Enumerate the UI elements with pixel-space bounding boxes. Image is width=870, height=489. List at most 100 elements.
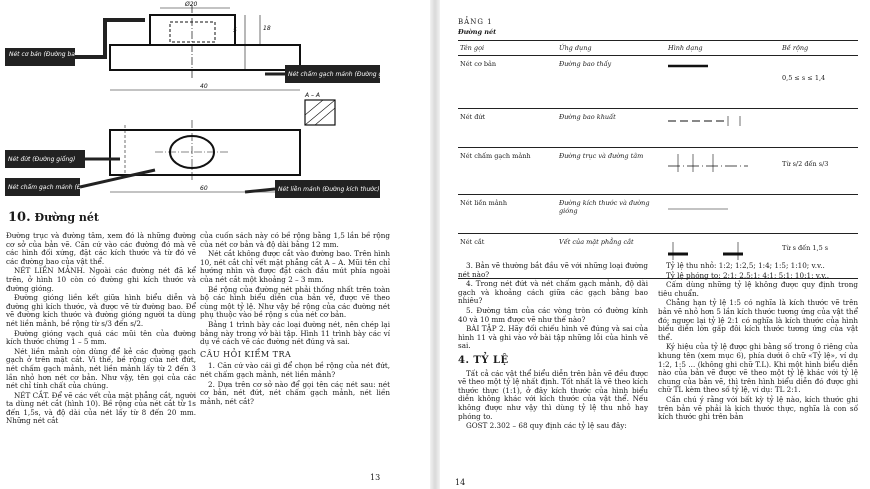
questions-heading: CÂU HỎI KIỂM TRA (200, 349, 292, 359)
paragraph: GOST 2.302 – 68 quy định các tỷ lệ sau đ… (466, 421, 627, 431)
question: 2. Dựa trên cơ sở nào để gọi tên các nét… (200, 379, 390, 406)
callout-arrow (244, 187, 276, 194)
table-subtitle: Đường nét (458, 28, 497, 36)
cell-usage: Vết của mặt phẳng cắt (557, 233, 666, 279)
paragraph: Ký hiệu của tỷ lệ được ghi bằng số trong… (658, 342, 858, 395)
callout-box (5, 150, 85, 168)
dim-text: 40 (200, 83, 208, 90)
paragraph: Đường gióng vạch quá các mũi tên của đườ… (6, 328, 196, 347)
hatch-line (304, 99, 324, 116)
base-block-outline (109, 44, 301, 71)
cell-usage: Đường bao thấy (557, 55, 666, 109)
paragraph: Bảng 1 trình bày các loại đường nét, nên… (200, 319, 390, 347)
cell-shape (666, 147, 780, 195)
line-sample-dashed (668, 116, 741, 126)
section-number: 10. (8, 210, 31, 225)
cell-width: Từ s/2 đến s/3 (780, 147, 858, 195)
top-block-outline (149, 14, 236, 46)
hatch-line (314, 107, 336, 126)
callout-label: Nét chấm gạch mảnh (Đường tâm) (8, 184, 113, 191)
hatch-line (304, 99, 336, 126)
page-number: 14 (455, 478, 466, 487)
paragraph: Tỷ lệ phóng to: 2:1; 2,5:1; 4:1; 5:1; 10… (666, 270, 830, 280)
cell-shape (666, 55, 780, 109)
line-sample-solid-thick (668, 64, 708, 68)
paragraph: Đường gióng liền kết giữa hình biểu diễn… (6, 293, 196, 328)
col-header-usage: Ứng dụng (557, 40, 666, 56)
callout-box (5, 178, 80, 196)
callout-label: Nét cơ bản (Đường bao thấy) (9, 51, 96, 58)
paragraph: Cần chú ý rằng với bất kỳ tỷ lệ nào, kíc… (658, 394, 858, 422)
dim-text: 18 (263, 25, 271, 32)
dim-text: A – A (304, 92, 320, 99)
paragraph: Nét cắt không được cắt vào đường bao. Tr… (200, 249, 390, 284)
table-row: Nét liền mảnh Đường kích thước và đường … (458, 194, 858, 234)
text-column-left-2: của cuốn sách này có bề rộng bằng 1,5 lầ… (200, 231, 390, 407)
col-header-width: Bề rộng (780, 40, 858, 56)
line-types-table: Tên gọi Ứng dụng Hình dạng Bề rộng Nét c… (458, 40, 858, 279)
paragraph: Tất cả các vật thể biểu diễn trên bản vẽ… (458, 368, 648, 421)
paragraph: của cuốn sách này có bề rộng bằng 1,5 lầ… (200, 231, 390, 249)
dim-text: Ø20 (184, 1, 198, 8)
paragraph: Chẳng hạn tỷ lệ 1:5 có nghĩa là kích thư… (658, 298, 858, 342)
cell-name: Nét cơ bản (458, 55, 557, 109)
cell-shape (666, 233, 780, 279)
cell-width: Từ s đến 1,5 s (780, 233, 858, 279)
paragraph: Nét liền mảnh còn dùng để kẻ các đường g… (6, 346, 196, 391)
section-box (304, 99, 336, 126)
paragraph: NÉT CẮT. Để vẽ các vết của mặt phẳng cắt… (6, 390, 196, 426)
cell-name: Nét chấm gạch mảnh (458, 147, 557, 195)
table-row: Nét đứt Đường bao khuất (458, 108, 858, 148)
section-heading: 10. Đường nét (8, 210, 99, 225)
technical-drawing-figure: Nét cơ bản (Đường bao thấy) Nét chấm gạc… (5, 1, 412, 198)
paragraph: Tỷ lệ thu nhỏ: 1:2; 1:2,5; 1:4; 1:5; 1:1… (666, 261, 825, 270)
table-row: Nét chấm gạch mảnh Đường trục và đường t… (458, 147, 858, 195)
line-sample-thin (668, 208, 728, 210)
cell-usage: Đường kích thước và đường gióng (557, 194, 666, 234)
plan-view-outline (109, 129, 301, 176)
question: 4. Trong nét đứt và nét chấm gạch mảnh, … (458, 279, 648, 306)
callout-box (285, 65, 380, 83)
right-page: BẢNG 1 Đường nét Tên gọi Ứng dụng Hình d… (440, 0, 870, 489)
section-heading: 4. TỶ LỆ (458, 354, 509, 366)
cell-width (780, 194, 858, 234)
callout-arrow (75, 18, 145, 59)
exercise: BÀI TẬP 2. Hãy đối chiếu hình vẽ đúng và… (458, 324, 648, 351)
line-sample-dash-dot (668, 154, 748, 172)
cell-shape (666, 108, 780, 148)
question: 3. Bản vẽ thường bắt đầu vẽ với những lo… (458, 261, 648, 279)
table-row: Nét cơ bản Đường bao thấy 0,5 ≤ s ≤ 1,4 (458, 55, 858, 109)
section-title: Đường nét (34, 211, 100, 224)
callout-box (275, 180, 380, 198)
callout-label: Nét đứt (Đường giống) (8, 156, 75, 163)
paragraph: NÉT LIỀN MẢNH. Ngoài các đường nét đã kể… (6, 266, 196, 293)
text-column-left-1: Đường trục và đường tâm, xem đó là những… (6, 231, 196, 427)
paragraph: Đường trục và đường tâm, xem đó là những… (6, 231, 196, 266)
page-number: 13 (370, 473, 381, 482)
question: 5. Đường tâm của các vòng tròn có đường … (458, 305, 648, 324)
table-title: BẢNG 1 (458, 18, 493, 26)
table-header-row: Tên gọi Ứng dụng Hình dạng Bề rộng (458, 40, 858, 56)
callout-label: Nét chấm gạch mảnh (Đường gạch gạch) (288, 71, 412, 78)
col-header-name: Tên gọi (458, 40, 557, 56)
table-row: Nét cắt Vết của mặt phẳng cắt Từ s đến 1… (458, 233, 858, 279)
dim-text: 5 (233, 27, 237, 34)
cell-name: Nét cắt (458, 233, 557, 279)
text-column-right-2: Tỷ lệ thu nhỏ: 1:2; 1:2,5; 1:4; 1:5; 1:1… (658, 261, 858, 423)
cell-width: 0,5 ≤ s ≤ 1,4 (780, 55, 858, 109)
cell-shape (666, 194, 780, 234)
question: 1. Căn cứ vào cái gì để chọn bề rộng của… (200, 361, 390, 379)
book-gutter (430, 0, 440, 489)
cell-usage: Đường trục và đường tâm (557, 147, 666, 195)
line-sample-cut (668, 242, 743, 260)
paragraph: Cấm dùng những tỷ lệ không được quy định… (658, 280, 858, 298)
hidden-hole-outline (169, 21, 216, 43)
cell-name: Nét đứt (458, 108, 557, 148)
cell-usage: Đường bao khuất (557, 108, 666, 148)
callout-label: Nét liền mảnh (Đường kích thước) (278, 186, 380, 193)
left-page: Nét cơ bản (Đường bao thấy) Nét chấm gạc… (0, 0, 430, 489)
cell-name: Nét liền mảnh (458, 194, 557, 234)
cell-width (780, 108, 858, 148)
text-column-right-1: 3. Bản vẽ thường bắt đầu vẽ với những lo… (458, 261, 648, 432)
